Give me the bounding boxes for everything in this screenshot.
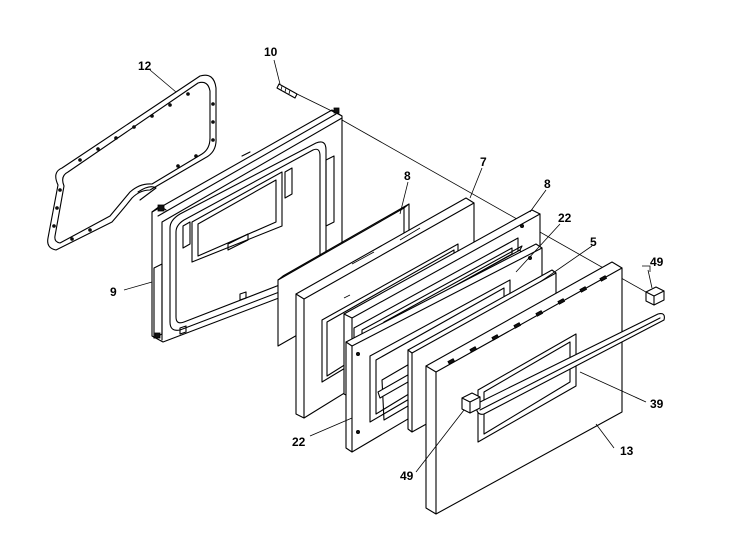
callout-22-upper: 22 — [558, 211, 572, 225]
callout-7: 7 — [480, 155, 487, 169]
part-10-screw — [276, 83, 298, 99]
callout-10: 10 — [264, 45, 278, 59]
part-39-door-handle — [475, 313, 665, 415]
callout-49-left: 49 — [400, 469, 414, 483]
leader-lines — [123, 59, 653, 473]
part-49-end-cap-left — [461, 392, 481, 414]
callout-13: 13 — [620, 444, 634, 458]
part-49-end-cap-right — [645, 286, 665, 306]
part-12-gasket — [47, 74, 217, 251]
callout-22-lower: 22 — [292, 435, 306, 449]
callout-39: 39 — [650, 397, 664, 411]
callout-9: 9 — [110, 285, 117, 299]
callout-5: 5 — [590, 235, 597, 249]
callout-12: 12 — [138, 59, 152, 73]
callout-49-right: 49 — [650, 255, 664, 269]
callout-labels: 12 10 7 8 8 22 5 49 9 39 22 13 49 — [110, 45, 664, 483]
callout-8-right: 8 — [544, 177, 551, 191]
callout-8-left: 8 — [404, 169, 411, 183]
